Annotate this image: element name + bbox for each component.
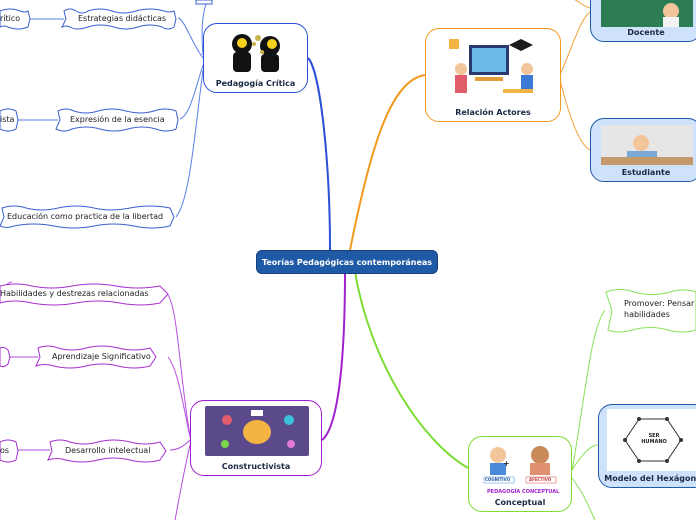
svg-text:+: +: [503, 459, 510, 468]
leaf-shape-desarrollo: [47, 439, 167, 463]
leaf-educacion-libertad[interactable]: Educación como practica de la libertad: [7, 212, 164, 221]
connector-relacion-actores: [349, 74, 426, 251]
leaf-estrategias-didacticas[interactable]: Estrategias didácticas: [78, 14, 167, 23]
leaf-expresion-esencia[interactable]: Expresión de la esencia: [70, 115, 165, 124]
node-constructivista-label: Constructivista: [221, 462, 291, 471]
leaf-promover-pensar[interactable]: Promover: Pensar habilidades: [624, 299, 695, 319]
central-topic-label: Teorías Pedagógicas contemporáneas: [261, 257, 433, 267]
connector-conceptual: [354, 271, 469, 469]
leaf-fragment-os[interactable]: os: [0, 446, 10, 455]
leaf-aprendizaje-significativo[interactable]: Aprendizaje Significativo: [52, 352, 151, 361]
node-estudiante-label: Estudiante: [621, 168, 671, 177]
node-conceptual[interactable]: + COGNITIVO AFECTIVO PEDAGOGÍA CONCEPTUA…: [468, 436, 572, 512]
node-estudiante[interactable]: Estudiante: [590, 118, 696, 182]
node-pedagogia-critica-label: Pedagogía Crítica: [215, 79, 296, 88]
node-modelo-hexagono-label: Modelo del Hexágono: [604, 474, 696, 483]
hexagon-center-label: SER HUMANO: [641, 433, 667, 445]
node-constructivista[interactable]: Constructivista: [190, 400, 322, 476]
leaf-shape-educacion: [0, 205, 175, 229]
conceptual-label-cognitivo: COGNITIVO: [485, 477, 511, 482]
conceptual-label-pedagogia: PEDAGOGÍA CONCEPTUAL: [487, 489, 560, 495]
leaf-fragment-ista[interactable]: ista: [0, 115, 15, 124]
central-topic[interactable]: Teorías Pedagógicas contemporáneas: [256, 250, 438, 274]
connector-constructivista: [321, 271, 346, 441]
connector-pedagogia-critica: [307, 57, 331, 251]
docente-image: [601, 0, 693, 27]
constructivista-image: [205, 406, 309, 456]
leaf-fragment-critico[interactable]: rítico: [0, 14, 21, 23]
hexagon-diagram-image: [607, 409, 696, 471]
relacion-actores-image: [449, 39, 533, 93]
node-docente[interactable]: Docente: [590, 0, 696, 42]
node-docente-label: Docente: [627, 28, 665, 37]
leaf-desarrollo-intelectual[interactable]: Desarrollo intelectual: [65, 446, 151, 455]
estudiante-image: [601, 125, 693, 165]
node-conceptual-label: Conceptual: [494, 498, 546, 507]
node-modelo-hexagono[interactable]: SER HUMANO Modelo del Hexágono: [598, 404, 696, 488]
pedagogia-critica-image: [232, 34, 280, 72]
node-pedagogia-critica[interactable]: Pedagogía Crítica: [203, 23, 308, 93]
leaf-shape-expresion: [55, 108, 179, 132]
leaf-habilidades-destrezas[interactable]: Habilidades y destrezas relacionadas: [0, 289, 149, 298]
node-relacion-actores-label: Relación Actores: [455, 108, 531, 117]
leaf-shape-estrategias: [60, 8, 177, 30]
conceptual-image: +: [483, 446, 557, 484]
conceptual-label-afectivo: AFECTIVO: [529, 477, 552, 482]
leaf-shape-aprendizaje: [35, 345, 157, 369]
node-relacion-actores[interactable]: Relación Actores: [425, 28, 561, 122]
leaf-shape-habilidades: [0, 283, 169, 306]
